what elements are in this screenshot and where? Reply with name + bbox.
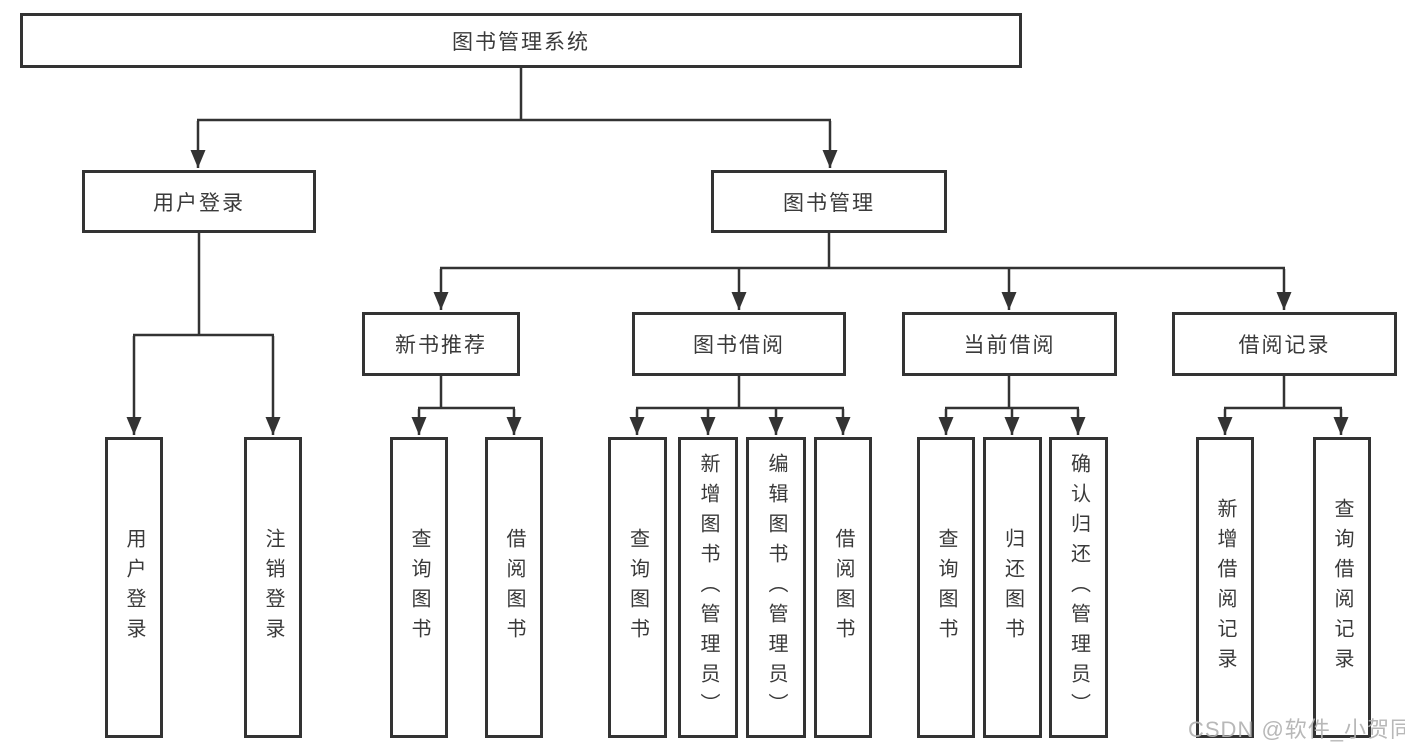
node-label: 图书管理系统 <box>452 30 590 54</box>
node-label: 确认归还（管理员） <box>1067 452 1090 723</box>
node-label: 新增借阅记录 <box>1214 497 1236 678</box>
node-label: 新书推荐 <box>395 334 487 357</box>
node-label: 查询图书 <box>935 527 957 648</box>
leaf-records-query-record: 查询借阅记录 <box>1313 437 1371 738</box>
leaf-current-return-books: 归还图书 <box>983 437 1042 738</box>
node-label: 用户登录 <box>153 191 245 215</box>
node-new-book-recommend: 新书推荐 <box>362 312 520 376</box>
leaf-records-add-record: 新增借阅记录 <box>1196 437 1254 738</box>
leaf-user-login-action: 用户登录 <box>105 437 163 738</box>
node-label: 图书管理 <box>783 191 875 215</box>
node-label: 用户登录 <box>123 527 145 648</box>
leaf-borrow-edit-books-admin: 编辑图书（管理员） <box>746 437 806 738</box>
node-current-borrowing: 当前借阅 <box>902 312 1117 376</box>
node-label: 归还图书 <box>1001 527 1024 648</box>
node-book-management: 图书管理 <box>711 170 947 233</box>
node-user-login: 用户登录 <box>82 170 316 233</box>
node-label: 编辑图书（管理员） <box>765 452 787 723</box>
leaf-current-confirm-return-admin: 确认归还（管理员） <box>1049 437 1108 738</box>
leaf-current-query-books: 查询图书 <box>917 437 975 738</box>
node-label: 查询图书 <box>408 527 430 648</box>
node-label: 借阅图书 <box>832 527 854 648</box>
leaf-newrec-borrow-books: 借阅图书 <box>485 437 543 738</box>
leaf-newrec-query-books: 查询图书 <box>390 437 448 738</box>
node-library-management-system: 图书管理系统 <box>20 13 1022 68</box>
node-label: 图书借阅 <box>693 334 785 357</box>
leaf-borrow-borrow-books: 借阅图书 <box>814 437 872 738</box>
node-label: 借阅图书 <box>503 527 525 648</box>
node-borrowing-records: 借阅记录 <box>1172 312 1397 376</box>
node-label: 注销登录 <box>262 527 284 648</box>
node-label: 借阅记录 <box>1238 334 1331 357</box>
leaf-logout-action: 注销登录 <box>244 437 302 738</box>
leaf-borrow-query-books: 查询图书 <box>608 437 667 738</box>
node-label: 新增图书（管理员） <box>697 452 719 723</box>
node-book-borrowing: 图书借阅 <box>632 312 846 376</box>
csdn-watermark: CSDN @软件_小贺同学 <box>1188 717 1405 742</box>
leaf-borrow-add-books-admin: 新增图书（管理员） <box>678 437 738 738</box>
node-label: 当前借阅 <box>963 334 1056 357</box>
node-label: 查询借阅记录 <box>1331 497 1353 678</box>
node-label: 查询图书 <box>626 527 649 648</box>
